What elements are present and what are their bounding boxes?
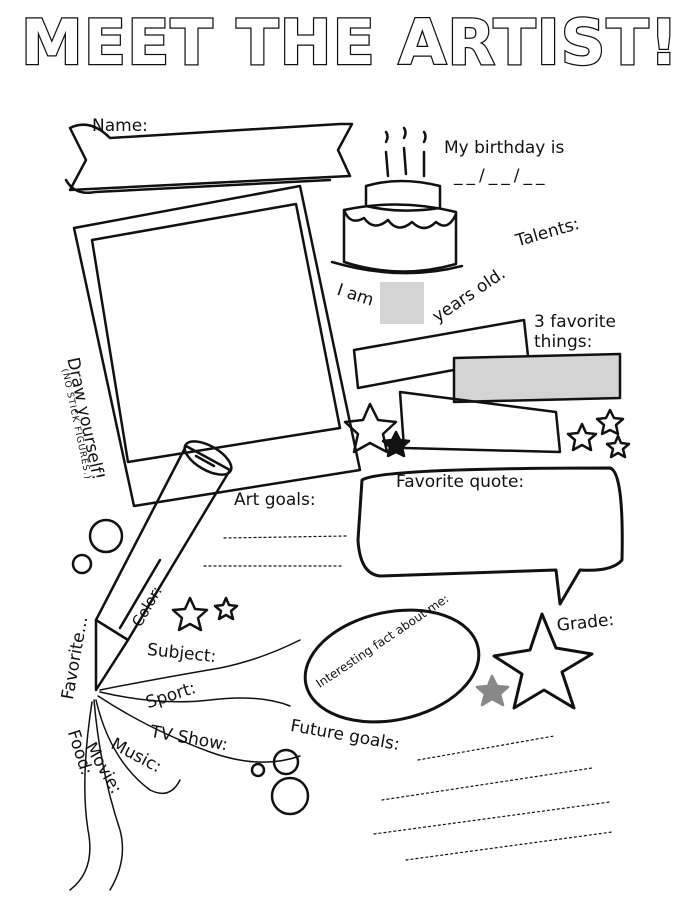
art-goals-label: Art goals: (234, 490, 316, 510)
tape-strip-icon (452, 352, 622, 404)
bubble-icon (71, 553, 93, 575)
pencil-icon (94, 440, 233, 692)
age-box (380, 282, 424, 324)
name-label: Name: (92, 116, 148, 136)
name-banner-icon (68, 122, 354, 192)
bubble-icon (270, 776, 310, 816)
three-things-label: things: (534, 332, 593, 352)
polaroid-frame-icon (72, 184, 362, 508)
birthday-blank: __/__/__ (454, 166, 549, 186)
page-title: MEET THE ARTIST! (20, 6, 679, 79)
speech-bubble-icon (356, 466, 624, 606)
grade-star-icon (492, 612, 594, 710)
bubble-icon (250, 762, 266, 778)
star-icon (171, 596, 209, 632)
birthday-cake-icon (330, 126, 464, 275)
fact-oval-icon (303, 608, 481, 724)
bubble-icon (88, 518, 124, 554)
star-icon (475, 674, 510, 707)
bubble-icon (272, 748, 300, 776)
star-icon (605, 434, 631, 459)
star-icon (595, 408, 625, 436)
three-favorite-label: 3 favorite (534, 312, 616, 332)
star-icon (381, 430, 411, 458)
tape-strip-icon (398, 390, 562, 454)
star-icon (566, 422, 598, 452)
favorite-quote-label: Favorite quote: (396, 472, 525, 492)
star-icon (343, 402, 398, 454)
star-icon (213, 596, 239, 621)
birthday-label: My birthday is (444, 138, 565, 158)
